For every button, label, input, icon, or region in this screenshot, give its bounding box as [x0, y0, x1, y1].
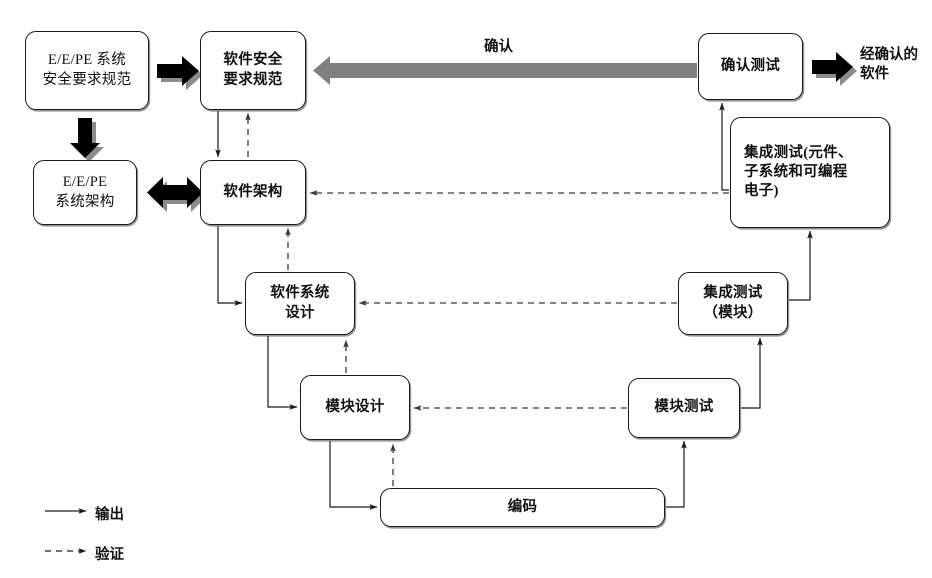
- node-label: E/E/PE 系统架构: [55, 174, 115, 210]
- node-sw-safety-req[interactable]: 软件安全 要求规范: [200, 31, 306, 110]
- node-label: 模块设计: [325, 398, 385, 415]
- edge-coding-to-moduletest: [666, 440, 687, 508]
- node-label: 软件安全 要求规范: [223, 52, 283, 88]
- node-label: 确认测试: [720, 57, 781, 74]
- node-label: 软件架构: [223, 183, 283, 200]
- edge-swarch-to-swsysdesign: [217, 226, 243, 306]
- node-validation-test[interactable]: 确认测试: [698, 33, 803, 100]
- node-ee-pe-safety-req[interactable]: E/E/PE 系统 安全要求规范: [25, 31, 149, 110]
- node-coding[interactable]: 编码: [380, 488, 665, 527]
- block-arrow-req-to-eepearch: [70, 118, 104, 162]
- node-label: 集成测试(元件、 子系统和可编程 电子): [744, 144, 853, 200]
- node-label: 编码: [507, 498, 538, 515]
- legend-label-verification: 验证: [95, 547, 124, 563]
- node-module-design[interactable]: 模块设计: [300, 375, 410, 440]
- node-sw-system-design[interactable]: 软件系统 设计: [245, 272, 355, 335]
- block-arrow-eepearch-swarch: [147, 177, 207, 212]
- node-integration-test-system[interactable]: 集成测试(元件、 子系统和可编程 电子): [730, 117, 890, 228]
- label-validated-software: 经确认的 软件: [860, 47, 918, 82]
- edge-swsysdesign-to-moduledesign: [267, 336, 298, 410]
- edge-moduletest-to-integrationtestmodule: [741, 337, 763, 409]
- node-label: 集成测试 （模块）: [703, 285, 763, 321]
- label-validation: 确认: [484, 39, 513, 55]
- edge-integrationtestsystem-to-validationtest: [719, 102, 729, 191]
- legend-label-output: 输出: [95, 507, 124, 523]
- node-ee-pe-arch[interactable]: E/E/PE 系统架构: [33, 160, 137, 225]
- node-sw-arch[interactable]: 软件架构: [200, 160, 306, 225]
- block-arrow-validated-software: [812, 52, 857, 86]
- block-arrow-req-to-swreq: [157, 56, 203, 90]
- node-label: 软件系统 设计: [270, 285, 330, 321]
- node-module-test[interactable]: 模块测试: [628, 378, 740, 438]
- edge-integrationtestmodule-to-integrationtestsystem: [789, 230, 813, 301]
- node-label: 模块测试: [654, 399, 714, 416]
- node-label: E/E/PE 系统 安全要求规范: [42, 52, 132, 88]
- gray-validation-arrow: [313, 56, 697, 85]
- edge-moduledesign-to-coding: [329, 441, 378, 510]
- node-integration-test-module[interactable]: 集成测试 （模块）: [678, 272, 788, 335]
